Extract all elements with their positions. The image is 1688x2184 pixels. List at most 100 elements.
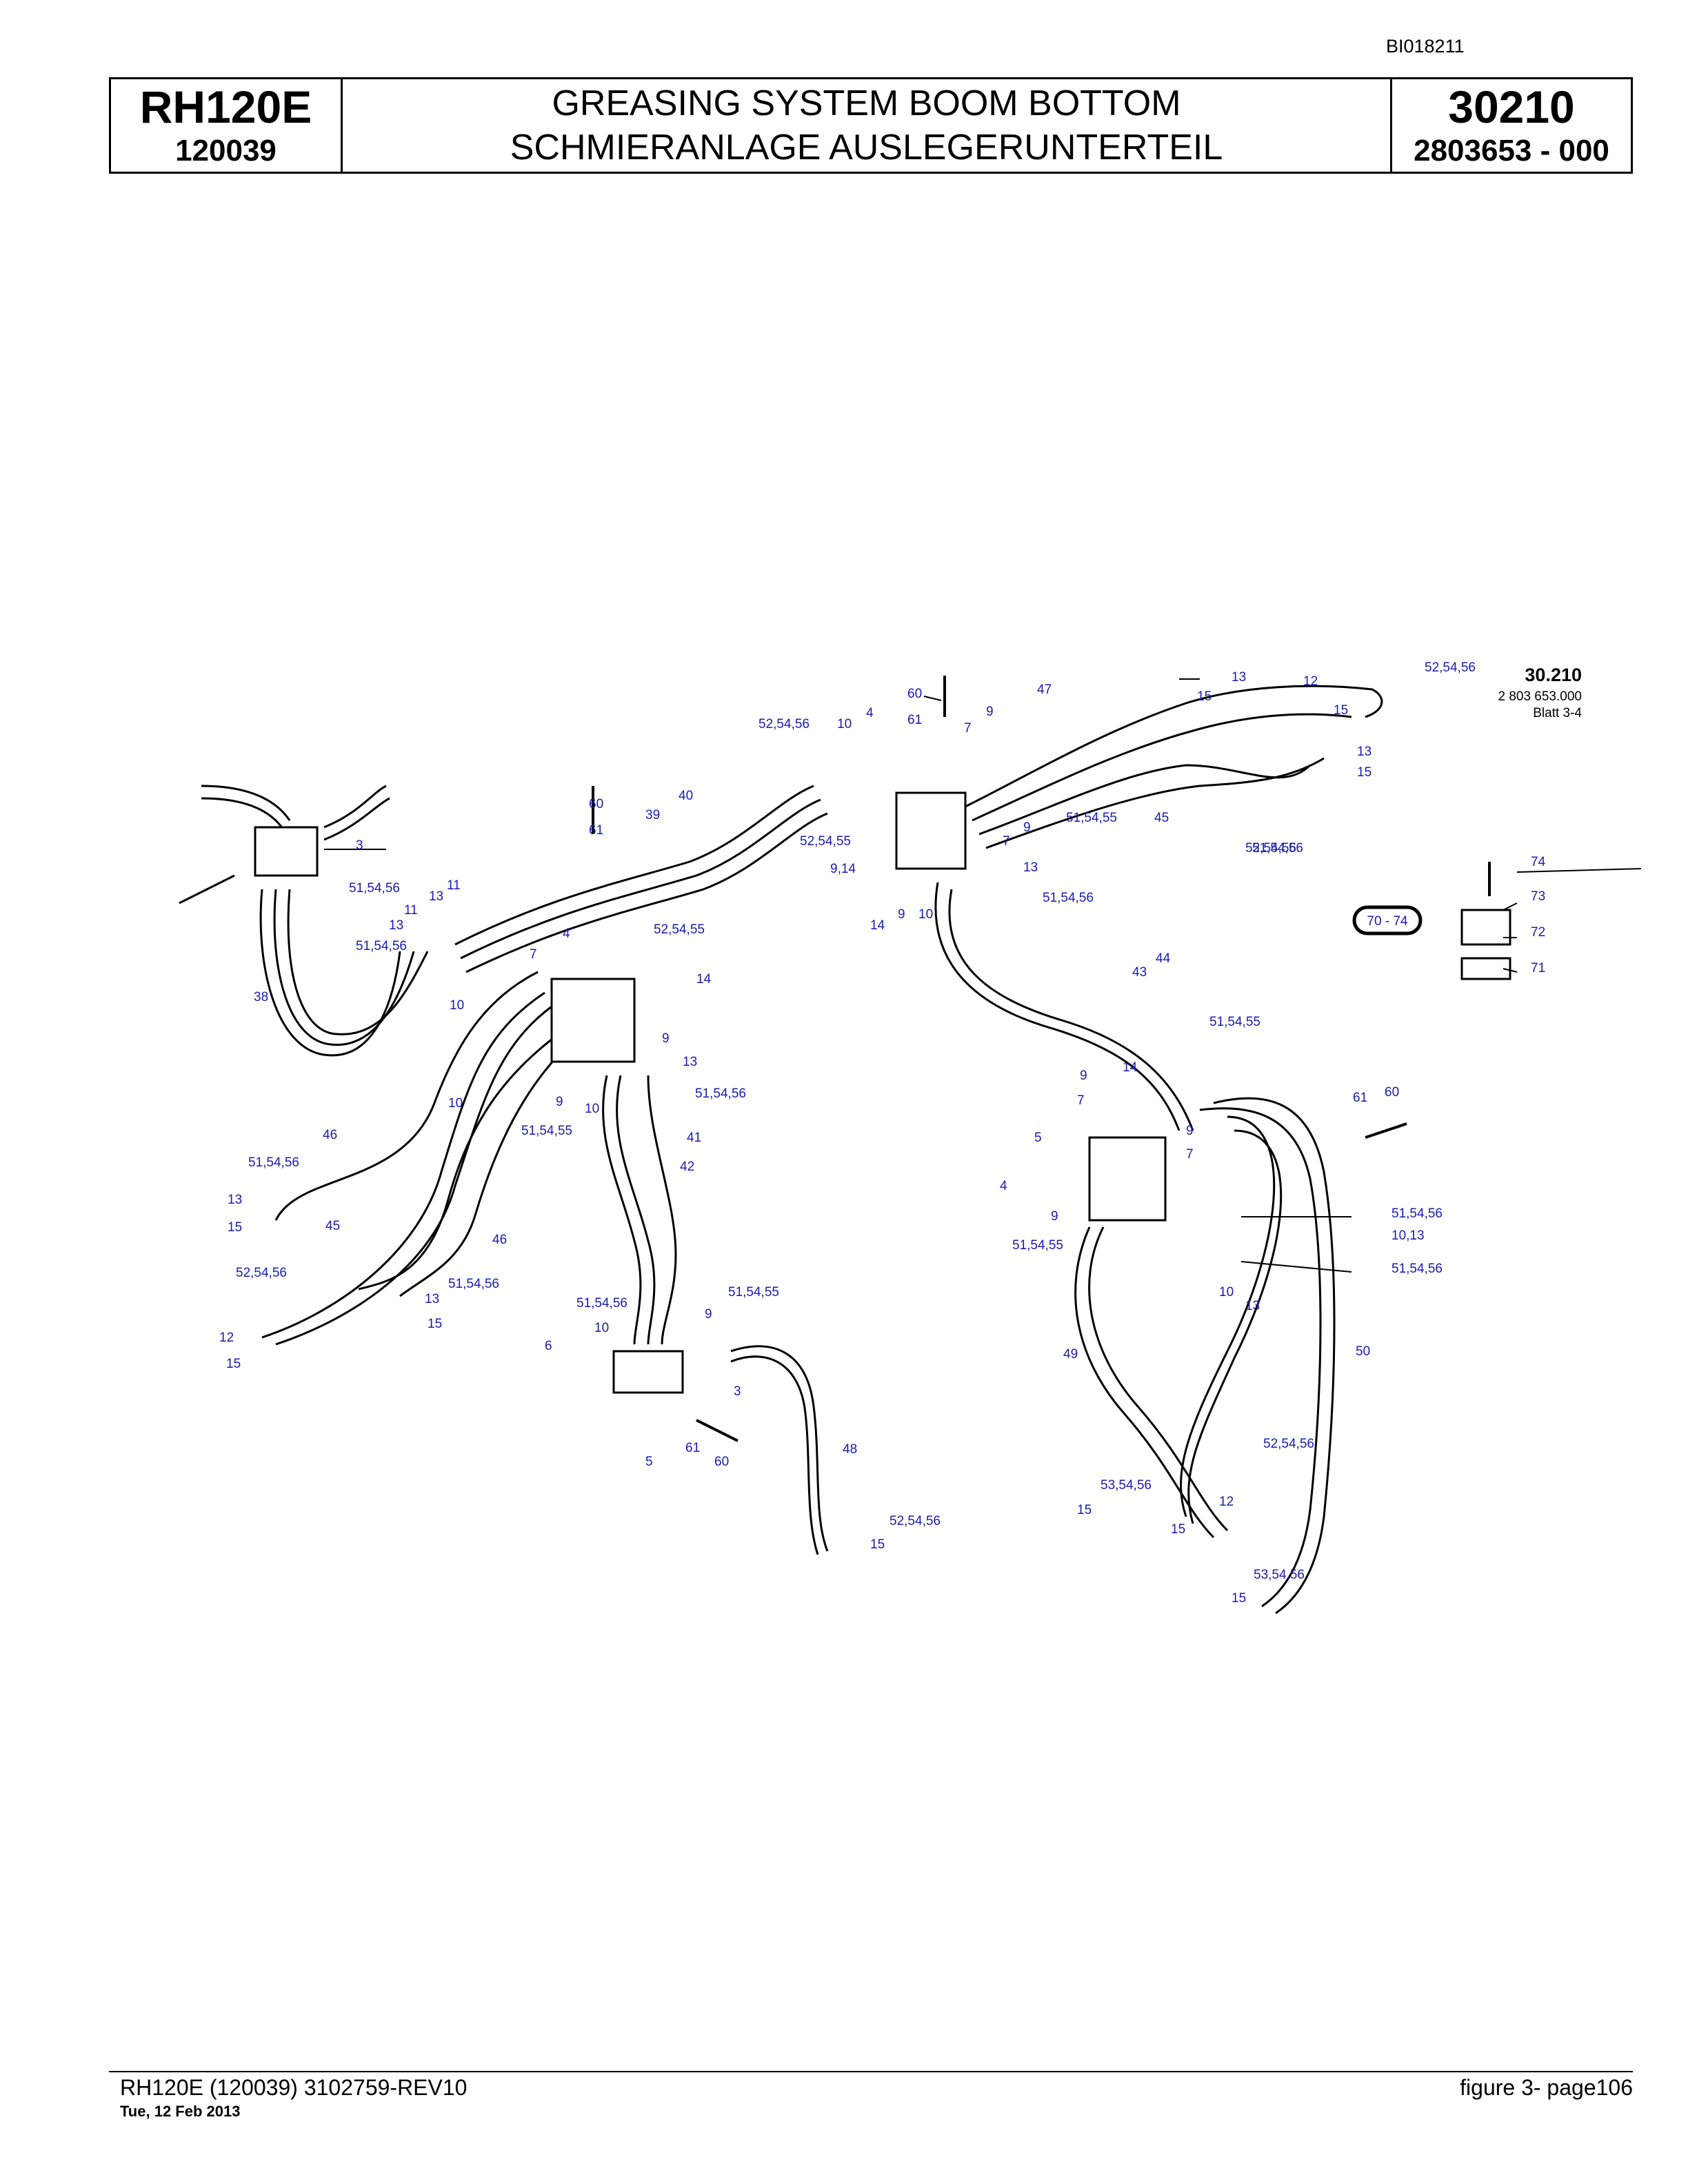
part-callout-label: 4 xyxy=(866,706,874,720)
part-callout-label: 11 xyxy=(404,903,418,918)
part-callout-label: 51,54,56 xyxy=(1043,891,1094,905)
title-block: RH120E 120039 GREASING SYSTEM BOOM BOTTO… xyxy=(109,77,1633,174)
clamp-part xyxy=(1460,909,1511,946)
part-callout-label: 4 xyxy=(563,927,570,941)
hose-path xyxy=(647,1075,677,1345)
part-callout-label: 51,54,55 xyxy=(521,1124,572,1138)
title-german: SCHMIERANLAGE AUSLEGERUNTERTEIL xyxy=(510,128,1223,168)
part-callout-label: 51,54,56 xyxy=(349,881,400,896)
part-callout-label: 10 xyxy=(594,1321,609,1335)
reference-sheet: Blatt 3-4 xyxy=(1533,706,1582,720)
part-callout-label: 45 xyxy=(1154,811,1169,825)
hose-path xyxy=(274,971,539,1221)
part-callout-label: 52,54,56 xyxy=(236,1266,287,1280)
distributor-block xyxy=(612,1350,684,1394)
hose-path xyxy=(287,889,429,1035)
part-callout-label: 52,54,56 xyxy=(1263,1437,1314,1451)
serial-number: 120039 xyxy=(175,134,277,168)
part-callout-label: 51,54,55 xyxy=(1066,811,1117,825)
hose-path xyxy=(460,798,821,960)
part-callout-label: 9 xyxy=(1023,820,1031,835)
part-callout-label: 10 xyxy=(585,1102,599,1116)
hose-path xyxy=(259,889,401,1057)
part-callout-label: 51,54,56 xyxy=(576,1296,627,1311)
part-callout-label: 60 xyxy=(907,687,922,701)
part-callout-label: 50 xyxy=(1356,1344,1370,1359)
part-callout-label: 9 xyxy=(1080,1069,1087,1083)
hose-path xyxy=(179,874,235,904)
hose-path xyxy=(985,757,1325,849)
section-number: 30210 xyxy=(1448,81,1575,132)
hose-path xyxy=(730,1345,829,1552)
part-callout-label: 46 xyxy=(323,1128,337,1142)
valve-blocks xyxy=(254,791,1511,1394)
part-callout-label: 10,13 xyxy=(1391,1228,1425,1243)
hose-path xyxy=(201,797,285,831)
part-callout-label: 7 xyxy=(1003,834,1010,849)
part-callout-label: 15 xyxy=(1077,1503,1092,1517)
title-english: GREASING SYSTEM BOOM BOTTOM xyxy=(552,83,1181,123)
part-callout-label: 61 xyxy=(907,713,922,727)
part-callout-label: 4 xyxy=(1000,1179,1007,1193)
footer-document: RH120E (120039) 3102759-REV10 xyxy=(120,2075,468,2100)
part-callout-label: 7 xyxy=(964,721,972,736)
part-callout-label: 9 xyxy=(705,1307,712,1322)
part-callout-label: 3 xyxy=(734,1384,741,1399)
part-callout-label: 61 xyxy=(589,823,603,838)
part-callout-label: 52,54,56 xyxy=(1245,841,1296,856)
part-callout-label: 72 xyxy=(1531,925,1545,940)
part-callout-label: 12 xyxy=(1219,1495,1234,1509)
part-callout-label: 15 xyxy=(226,1357,241,1371)
part-callout-label: 12 xyxy=(219,1331,234,1345)
part-callout-label: 15 xyxy=(1232,1591,1246,1606)
part-callout-label: 15 xyxy=(1334,703,1348,718)
part-callout-label: 60 xyxy=(589,797,603,811)
distributor-block xyxy=(550,978,636,1063)
hose-path xyxy=(602,1075,642,1345)
footer-page: figure 3- page106 xyxy=(1460,2075,1633,2100)
distributor-block xyxy=(1088,1136,1167,1222)
part-callout-label: 10 xyxy=(837,717,852,731)
part-callout-label: 11 xyxy=(447,878,461,893)
part-callout-label: 60 xyxy=(714,1455,729,1469)
part-callout-label: 5 xyxy=(645,1455,653,1469)
part-callout-label: 9 xyxy=(556,1095,563,1109)
part-callout-label: 45 xyxy=(325,1219,340,1233)
part-callout-label: 15 xyxy=(428,1317,442,1331)
part-callout-label: 12 xyxy=(1303,674,1318,689)
part-callout-label: 42 xyxy=(680,1160,694,1174)
hose-path xyxy=(1199,1107,1322,1608)
part-callout-label: 51,54,56 xyxy=(695,1086,746,1101)
hose-path xyxy=(948,889,1194,1131)
model-name: RH120E xyxy=(139,81,312,132)
part-callout-label: 51,54,56 xyxy=(1391,1262,1443,1276)
part-callout-label: 49 xyxy=(1063,1347,1078,1362)
part-callout-label: 73 xyxy=(1531,889,1545,904)
part-callout-label: 13 xyxy=(683,1055,697,1069)
reference-code: 2 803 653.000 xyxy=(1498,689,1582,704)
part-callout-label: 14 xyxy=(696,972,712,987)
part-callout-label: 46 xyxy=(492,1233,507,1247)
part-callout-label: 51,54,56 xyxy=(356,939,407,953)
part-callout-label: 9 xyxy=(986,705,994,719)
footer-date: Tue, 12 Feb 2013 xyxy=(120,2103,241,2120)
hose-path xyxy=(454,785,814,946)
bolts xyxy=(592,676,1491,1442)
part-callout-label: 51,54,56 xyxy=(1391,1206,1443,1221)
part-callout-label: 52,54,56 xyxy=(1425,660,1476,675)
part-callout-label: 15 xyxy=(1357,765,1372,780)
part-callout-label: 7 xyxy=(1077,1093,1085,1108)
part-callout-label: 44 xyxy=(1156,951,1171,966)
part-callout-label: 38 xyxy=(254,990,268,1004)
part-callout-label: 74 xyxy=(1531,855,1546,869)
hose-path xyxy=(399,1046,567,1297)
model-cell: RH120E 120039 xyxy=(111,79,343,172)
footer-rule xyxy=(109,2071,1633,2072)
part-number: 2803653 - 000 xyxy=(1414,134,1609,168)
part-callout-label: 41 xyxy=(687,1131,701,1145)
part-callout-label: 48 xyxy=(843,1442,857,1457)
part-callout-label: 52,54,55 xyxy=(654,922,705,937)
part-callout-label: 7 xyxy=(530,947,537,962)
